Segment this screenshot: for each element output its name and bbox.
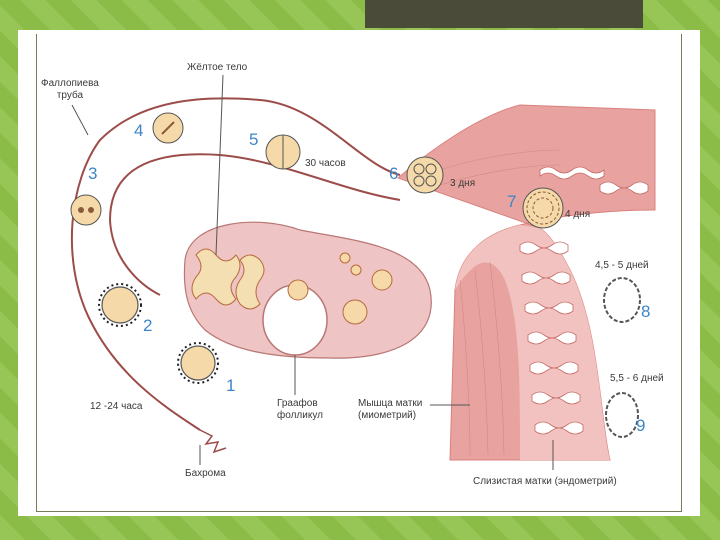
label-graafian-follicle: Граафов фолликул (277, 398, 323, 421)
two-cell-stage-5 (265, 134, 301, 170)
corpus-luteum (191, 248, 241, 306)
stage-number-6: 6 (389, 164, 399, 183)
label-endometrium: Слизистая матки (эндометрий) (473, 476, 617, 487)
follicle-small-3 (339, 252, 351, 264)
zygote-cell-4 (152, 112, 184, 144)
label-12-24-hours: 12 -24 часа (90, 401, 143, 412)
follicle-small-2 (371, 269, 393, 291)
label-45-5-days: 4,5 - 5 дней (595, 260, 649, 271)
label-fallopian-tube: Фаллопиева труба (41, 78, 99, 101)
label-fimbria: Бахрома (185, 468, 226, 479)
morula-stage-7 (522, 187, 564, 229)
title-band (365, 0, 643, 28)
blastocyst-stage-9 (605, 392, 639, 438)
follicle-small-4 (350, 264, 362, 276)
follicle-oocyte (287, 279, 309, 301)
blastocyst-stage-8 (603, 277, 641, 323)
label-4-days: 4 дня (565, 209, 591, 220)
stage-number-2: 2 (143, 316, 153, 335)
fallopian-tube-inner (108, 153, 401, 296)
label-30-hours: 30 часов (305, 158, 346, 169)
zygote-cell-2 (98, 283, 142, 327)
stage-number-4: 4 (134, 121, 144, 140)
stage-number-5: 5 (249, 130, 259, 149)
label-55-6-days: 5,5 - 6 дней (610, 373, 664, 384)
zygote-cell-1 (177, 342, 219, 384)
zygote-cell-3 (70, 194, 102, 226)
label-corpus-luteum: Жёлтое тело (187, 62, 248, 73)
label-myometrium: Мышца матки (миометрий) (358, 398, 423, 421)
stage-number-7: 7 (507, 192, 517, 211)
slide-inner-border (36, 34, 682, 512)
label-3-days: 3 дня (450, 178, 476, 189)
follicle-small-1 (342, 299, 368, 325)
morula-stage-6 (406, 156, 444, 194)
stage-number-9: 9 (636, 416, 646, 435)
endometrium-glands (519, 166, 649, 435)
corpus-luteum-2 (235, 254, 265, 310)
stage-number-3: 3 (88, 164, 98, 183)
fimbria-shape (199, 429, 227, 454)
stage-number-8: 8 (641, 302, 651, 321)
fallopian-tube (70, 97, 401, 431)
stage-number-1: 1 (226, 376, 236, 395)
myometrium-fibers (439, 149, 561, 456)
leader-lines (71, 74, 554, 470)
